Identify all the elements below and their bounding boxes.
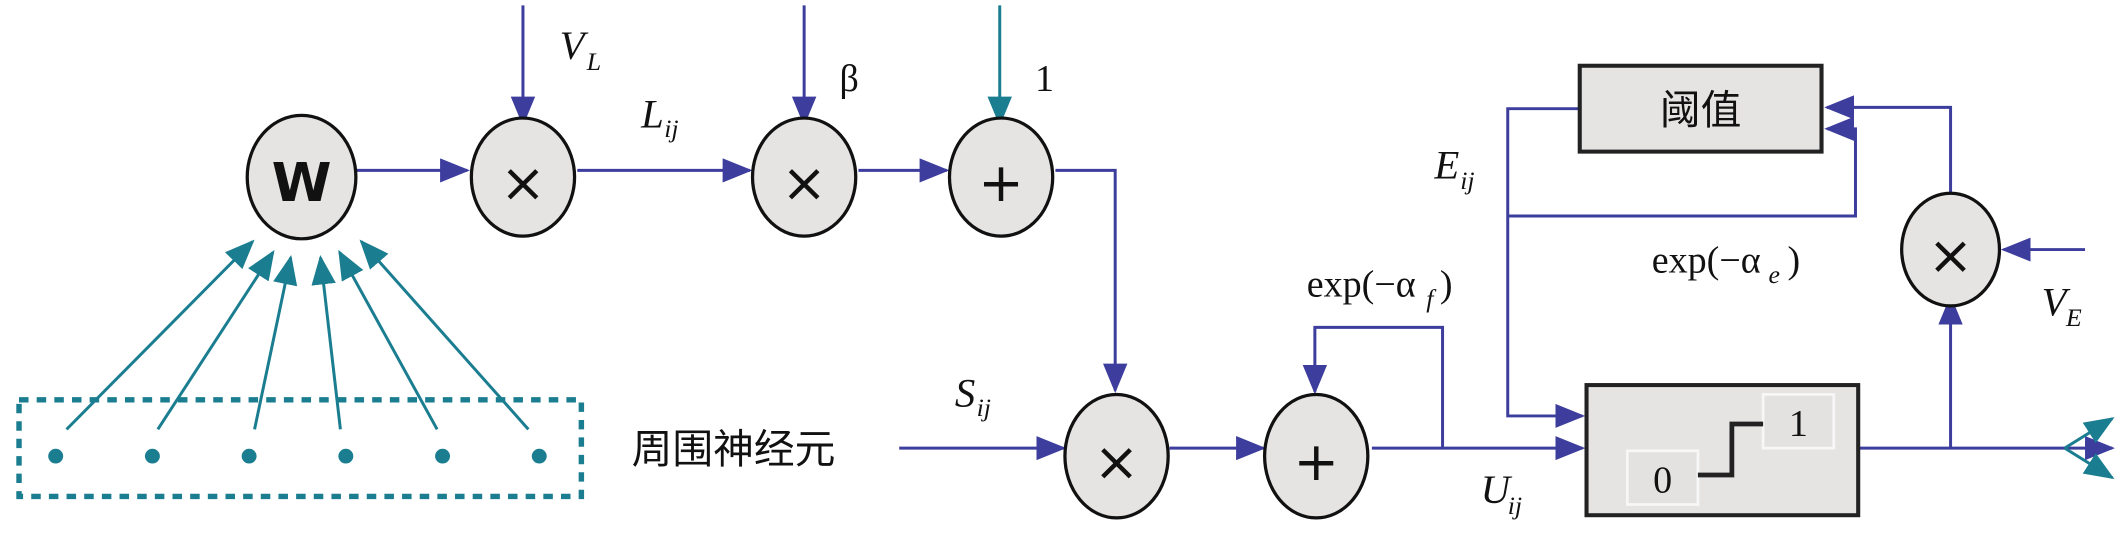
label-uij-sub: ij bbox=[1508, 491, 1522, 520]
label-exp-ae-pre: exp(−α bbox=[1652, 240, 1761, 282]
output-fan-down bbox=[2063, 446, 2115, 480]
feed-multiply-node: × bbox=[1063, 392, 1170, 520]
label-uij-main: U bbox=[1481, 467, 1513, 512]
plus-icon: + bbox=[978, 151, 1024, 214]
add-one-node: + bbox=[947, 116, 1055, 238]
neighbor-neuron-dot bbox=[144, 448, 160, 464]
neighbor-neuron-dot bbox=[435, 448, 451, 464]
multiply-icon: × bbox=[1928, 224, 1974, 287]
neighbor-neuron-dot bbox=[338, 448, 354, 464]
label-vl: V L bbox=[560, 23, 602, 75]
output-fan-up bbox=[2063, 417, 2115, 450]
label-ve-main: V bbox=[2042, 280, 2071, 325]
neighbor-neuron-dot bbox=[241, 448, 257, 464]
label-vl-main: V bbox=[560, 23, 589, 68]
label-beta: β bbox=[839, 58, 858, 100]
neighbor-weight-arrow bbox=[65, 239, 255, 431]
label-surrounding-neurons: 周围神经元 bbox=[632, 425, 836, 473]
threshold-label: 阈值 bbox=[1660, 86, 1741, 134]
multiply-icon: × bbox=[781, 151, 827, 214]
step-low-label: 0 bbox=[1653, 459, 1672, 501]
neighbor-weight-arrow bbox=[359, 239, 530, 431]
label-lij-main: L bbox=[640, 92, 664, 137]
ve-multiply-node: × bbox=[1900, 191, 2002, 308]
label-ve: V E bbox=[2042, 280, 2083, 332]
wire-ve-to-threshold bbox=[1824, 95, 1953, 202]
plus-icon: + bbox=[1293, 430, 1339, 493]
label-exp-af: exp(−α f ) bbox=[1307, 264, 1453, 313]
wire-eij-decay bbox=[1507, 116, 1857, 218]
neighbor-weight-arrow bbox=[338, 249, 439, 431]
label-vl-sub: L bbox=[586, 47, 601, 76]
label-eij: E ij bbox=[1433, 143, 1474, 195]
neighbor-weight-arrow bbox=[311, 254, 342, 430]
threshold-box: 阈值 bbox=[1577, 63, 1824, 154]
label-exp-ae-sub: e bbox=[1769, 260, 1780, 289]
label-sij: S ij bbox=[955, 371, 991, 422]
label-exp-af-post: ) bbox=[1440, 264, 1453, 306]
output-fan bbox=[2063, 417, 2115, 480]
step-high-box bbox=[1761, 393, 1836, 450]
label-eij-sub: ij bbox=[1460, 166, 1474, 195]
label-lij: L ij bbox=[640, 92, 678, 143]
label-uij: U ij bbox=[1481, 467, 1523, 519]
neighbor-frame bbox=[16, 397, 585, 500]
wire-add-to-feed bbox=[1055, 168, 1128, 394]
label-exp-ae: exp(−α e ) bbox=[1652, 240, 1801, 289]
label-ve-sub: E bbox=[2065, 303, 2082, 332]
link-multiply-node: × bbox=[469, 116, 577, 238]
neighbor-neuron-dot bbox=[48, 448, 64, 464]
multiply-icon: × bbox=[500, 151, 546, 214]
label-exp-af-sub: f bbox=[1426, 284, 1437, 313]
label-exp-af-pre: exp(−α bbox=[1307, 264, 1416, 306]
beta-multiply-node: × bbox=[750, 116, 858, 238]
label-exp-ae-post: ) bbox=[1788, 240, 1801, 282]
step-curve bbox=[1697, 421, 1764, 478]
multiply-icon: × bbox=[1094, 430, 1140, 493]
label-eij-main: E bbox=[1433, 143, 1459, 188]
neighbor-weight-arrow bbox=[156, 249, 275, 431]
label-lij-sub: ij bbox=[664, 114, 678, 143]
weight-symbol: W bbox=[272, 151, 332, 214]
label-one: 1 bbox=[1035, 58, 1054, 100]
feed-add-node: + bbox=[1262, 392, 1370, 520]
surrounding-neurons-group bbox=[16, 239, 585, 500]
neighbor-neuron-dot bbox=[531, 448, 547, 464]
step-high-label: 1 bbox=[1789, 403, 1808, 445]
wire-eij bbox=[1506, 107, 1586, 429]
step-function-box: 1 0 bbox=[1584, 383, 1861, 518]
step-low-box bbox=[1625, 449, 1700, 506]
label-sij-sub: ij bbox=[977, 393, 991, 422]
neighbor-weight-arrow bbox=[253, 254, 298, 430]
wire-feedback-af bbox=[1302, 325, 1445, 449]
label-sij-main: S bbox=[955, 371, 975, 416]
weight-node: W bbox=[245, 113, 358, 241]
